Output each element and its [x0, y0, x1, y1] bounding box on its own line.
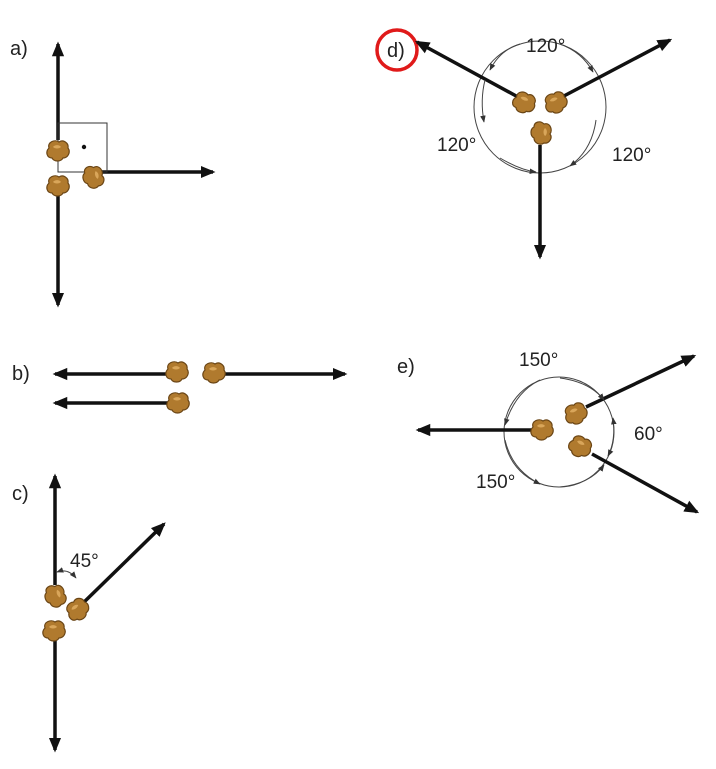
panel-d-particle-3 — [530, 121, 552, 145]
panel-e-angle-bottom: 150° — [476, 472, 515, 493]
panel-a-particle-3 — [79, 163, 107, 192]
panel-d-angle-top: 120° — [526, 36, 565, 57]
panel-b: b) — [12, 361, 348, 414]
panel-a-particle-1 — [46, 140, 70, 162]
panel-e: e) 150° 60° 150° — [397, 350, 700, 514]
panel-e-arc-marker-right — [607, 417, 617, 457]
panel-d-label: d) — [387, 40, 405, 62]
panel-c-angle-label: 45° — [70, 551, 99, 572]
panel-d-angle-right: 120° — [612, 145, 651, 166]
panel-d-arrow-upper-left — [414, 40, 519, 99]
panel-c-particle-3 — [42, 620, 66, 642]
panel-e-arrow-upper-right — [585, 354, 697, 409]
panel-e-angle-right: 60° — [634, 424, 663, 445]
panel-b-particle-3 — [166, 392, 190, 414]
panel-b-particle-1 — [165, 361, 189, 383]
panel-b-label: b) — [12, 363, 30, 385]
panel-b-particle-2 — [202, 362, 226, 384]
panel-d-angle-left: 120° — [437, 135, 476, 156]
panel-e-label: e) — [397, 356, 415, 378]
panel-e-arc-marker-lower-left — [504, 439, 541, 485]
panel-c: c) 45° — [12, 473, 166, 753]
panel-d: d) 120° 120° 120° — [375, 28, 673, 260]
panel-e-arc-marker-upper-left — [504, 379, 541, 426]
panel-c-label: c) — [12, 483, 29, 505]
panel-d-arc-marker-left — [480, 79, 486, 123]
panel-a-right-angle-dot — [81, 144, 87, 150]
panel-a: a) — [10, 38, 216, 308]
panel-e-arc-marker-bottom — [559, 464, 605, 488]
panel-d-arrow-upper-right — [561, 38, 673, 99]
panel-e-particle-1 — [530, 419, 554, 441]
panel-a-particle-2 — [46, 175, 70, 197]
panel-e-angle-top: 150° — [519, 350, 558, 371]
panel-e-arrow-lower-right — [591, 452, 700, 514]
panel-e-particle-3 — [565, 432, 596, 462]
panel-d-arc-marker-right — [569, 119, 597, 167]
panel-e-particle-2 — [561, 400, 591, 428]
panel-c-angle-arc — [56, 567, 77, 579]
panel-d-arc-marker-bottom — [499, 157, 537, 174]
panel-d-arc-marker-upper-right — [559, 43, 594, 73]
panel-e-arc-marker-top — [559, 377, 605, 401]
panel-c-particle-1 — [41, 581, 69, 611]
panel-d-arc-marker-upper — [489, 43, 521, 71]
panel-a-label: a) — [10, 38, 28, 60]
panel-c-arrow-diagonal — [78, 522, 166, 608]
